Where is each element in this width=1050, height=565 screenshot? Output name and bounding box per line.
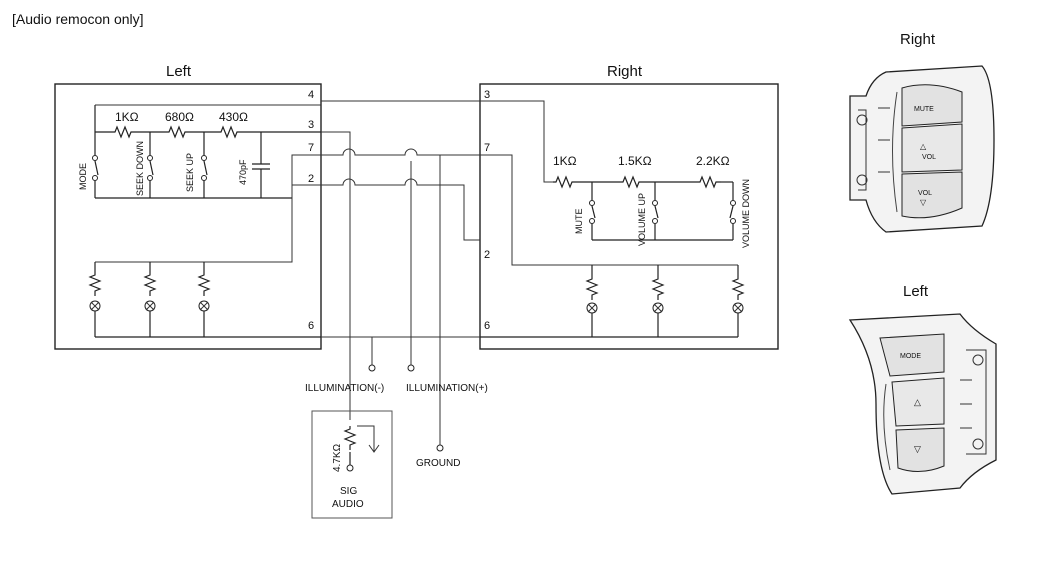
left-resistor-1: 1KΩ	[115, 110, 139, 124]
left-pin-4: 4	[308, 89, 314, 101]
illum-neg-terminal	[368, 364, 376, 372]
left-switch-mode-label: MODE	[78, 163, 88, 190]
right-pin-7: 7	[484, 142, 490, 154]
left-switch-mode	[92, 132, 99, 198]
right-resistor-1: 1KΩ	[553, 154, 577, 168]
ground-terminal	[436, 444, 444, 452]
left-switch-illustration	[848, 313, 997, 495]
right-btn-vol-up: VOL	[922, 154, 936, 161]
sig-audio-resistor	[344, 425, 380, 472]
left-arrow-up-icon: △	[914, 397, 921, 407]
illum-pos-terminal	[407, 364, 415, 372]
ground-label: GROUND	[416, 458, 460, 469]
right-resistor-ladder	[470, 100, 738, 266]
right-btn-mute: MUTE	[914, 106, 934, 113]
right-switch-volume-down	[729, 182, 736, 240]
illustration-right-label: Right	[900, 31, 936, 48]
right-switch-mute	[589, 182, 596, 240]
right-switch-illustration	[849, 65, 995, 233]
left-switch-seek-down	[147, 132, 154, 198]
left-arrow-down-icon: ▽	[914, 444, 921, 454]
illum-neg-label: ILLUMINATION(-)	[305, 383, 384, 394]
right-btn-vol-down: VOL	[918, 190, 932, 197]
right-arrow-up-icon: △	[920, 142, 927, 151]
sig-audio-label-1: SIG	[340, 486, 357, 497]
left-switch-seek-up-label: SEEK UP	[185, 153, 195, 192]
left-resistor-2: 680Ω	[165, 110, 194, 124]
right-illumination-leds	[480, 265, 744, 338]
sig-audio-resistor-label: 4.7KΩ	[332, 443, 343, 472]
illum-pos-label: ILLUMINATION(+)	[406, 383, 488, 394]
right-module-title: Right	[607, 63, 643, 80]
left-pin-7: 7	[308, 142, 314, 154]
left-capacitor	[252, 132, 270, 198]
illustration-left-label: Left	[903, 283, 929, 300]
harness-wires	[321, 100, 480, 445]
left-resistor-3: 430Ω	[219, 110, 248, 124]
right-switch-volume-up	[652, 182, 659, 240]
right-switch-mute-label: MUTE	[574, 209, 584, 235]
sig-audio-box	[311, 410, 393, 519]
left-module-title: Left	[166, 63, 192, 80]
left-switch-seek-up	[201, 132, 208, 198]
right-module-box	[479, 83, 779, 350]
left-illumination-leds	[89, 262, 321, 338]
right-arrow-down-icon: ▽	[920, 198, 927, 207]
left-resistor-ladder	[94, 104, 321, 199]
right-pin-3: 3	[484, 89, 490, 101]
left-pin-3: 3	[308, 119, 314, 131]
right-resistor-2: 1.5KΩ	[618, 154, 652, 168]
left-module-box	[54, 83, 322, 350]
right-switch-volume-up-label: VOLUME UP	[637, 193, 647, 246]
left-pin-wiring	[95, 154, 321, 263]
sig-audio-label-2: AUDIO	[332, 499, 364, 510]
left-switch-seek-down-label: SEEK DOWN	[135, 141, 145, 196]
left-pin-6: 6	[308, 320, 314, 332]
left-capacitor-label: 470pF	[238, 159, 248, 185]
right-switch-volume-down-label: VOLUME DOWN	[741, 179, 751, 248]
right-pin-2: 2	[484, 249, 490, 261]
left-pin-2: 2	[308, 173, 314, 185]
left-btn-mode: MODE	[900, 353, 921, 360]
right-resistor-3: 2.2KΩ	[696, 154, 730, 168]
right-pin-6: 6	[484, 320, 490, 332]
header-note: [Audio remocon only]	[12, 11, 144, 27]
